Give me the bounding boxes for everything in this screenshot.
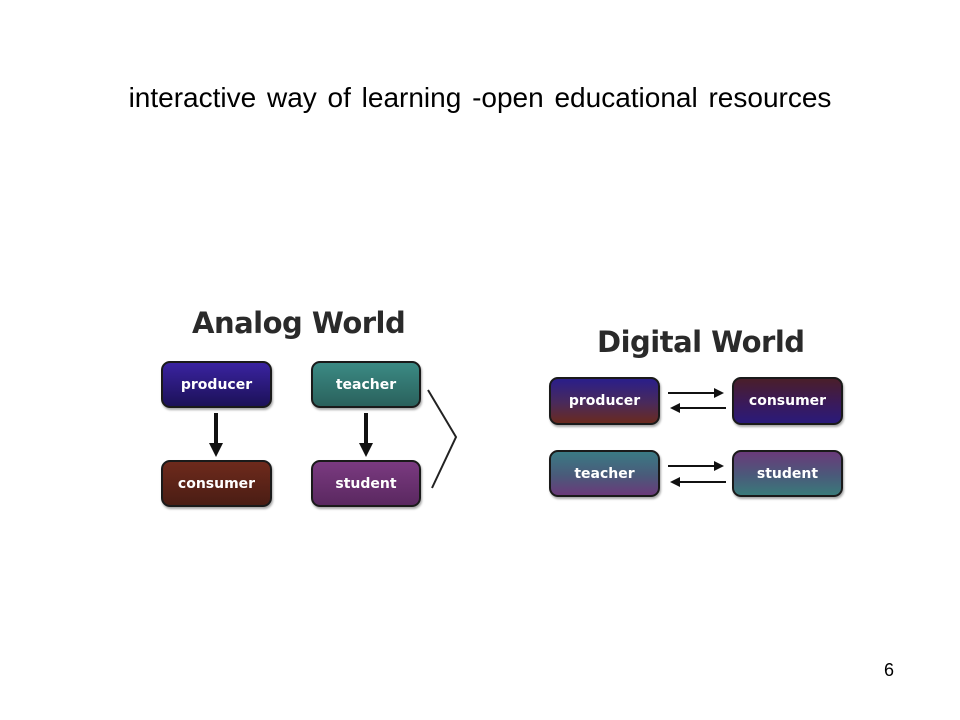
- analog-consumer-box: consumer: [161, 460, 272, 507]
- analog-producer-box: producer: [161, 361, 272, 408]
- analog-teacher-box: teacher: [311, 361, 421, 408]
- analog-student-box: student: [311, 460, 421, 507]
- digital-teacher-box: teacher: [549, 450, 660, 497]
- slide-title: interactive way of learning -open educat…: [128, 82, 832, 113]
- analog-world-heading: Analog World: [192, 306, 406, 340]
- analog-to-digital-chevron: [427, 389, 458, 489]
- digital-student-box: student: [732, 450, 843, 497]
- slide-number: 6: [884, 660, 895, 680]
- digital-consumer-box: consumer: [732, 377, 843, 425]
- digital-producer-box: producer: [549, 377, 660, 425]
- digital-world-heading: Digital World: [597, 325, 805, 359]
